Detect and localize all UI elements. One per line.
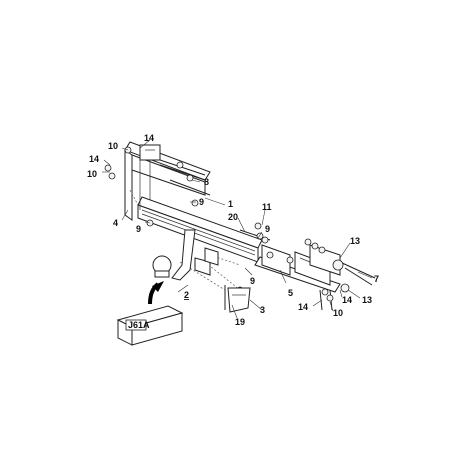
label-10-a: 10 — [108, 141, 118, 151]
label-11: 11 — [262, 202, 272, 212]
label-14-b: 14 — [89, 154, 99, 164]
label-9-c: 9 — [265, 224, 270, 234]
label-14-c: 14 — [298, 302, 308, 312]
label-7: 7 — [374, 274, 379, 284]
label-14-d: 14 — [342, 295, 352, 305]
label-20: 20 — [228, 212, 238, 222]
leader-lines — [102, 139, 373, 319]
left-side-bracket — [124, 141, 211, 221]
kit-box-label: J61A — [128, 320, 150, 330]
label-9-b: 9 — [199, 197, 204, 207]
bracket-3 — [227, 287, 251, 313]
label-13-b: 13 — [362, 295, 372, 305]
label-5: 5 — [288, 288, 293, 298]
main-crossbar — [137, 196, 263, 263]
label-14-a: 14 — [144, 133, 154, 143]
label-19: 19 — [235, 317, 245, 327]
right-side-bracket — [254, 244, 341, 293]
label-9-d: 9 — [250, 276, 255, 286]
curved-arrow — [148, 281, 164, 305]
label-9-a: 9 — [136, 224, 141, 234]
label-3: 3 — [260, 305, 265, 315]
label-1: 1 — [228, 199, 233, 209]
label-2: 2 — [184, 290, 189, 300]
nuts-washers — [104, 146, 350, 302]
label-10-b: 10 — [87, 169, 97, 179]
part-labels: 1 2 3 4 5 7 8 9 9 9 9 10 10 10 11 13 13 … — [87, 133, 379, 327]
tow-ball-assembly — [152, 229, 219, 281]
label-13-a: 13 — [350, 236, 360, 246]
label-4: 4 — [113, 218, 118, 228]
label-10-c: 10 — [333, 308, 343, 318]
kit-box: J61A — [116, 305, 184, 346]
label-8: 8 — [204, 177, 209, 187]
